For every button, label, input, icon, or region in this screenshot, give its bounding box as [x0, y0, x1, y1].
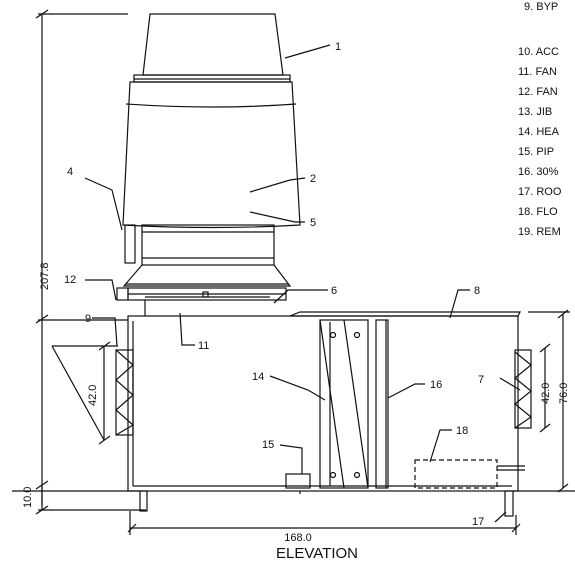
callout-2: 2 [310, 173, 316, 185]
legend-item-11: 11. FAN [518, 66, 557, 78]
legend-item-18: 18. FLO [518, 206, 558, 218]
bypass-box [124, 224, 136, 264]
heating-coil [319, 319, 369, 489]
fan-transition [141, 224, 275, 266]
pipe-chase [285, 473, 311, 489]
legend-item-14: 14. HEA [518, 126, 560, 138]
callout-16: 16 [430, 379, 442, 391]
unit-height-label: 76.0 [558, 383, 570, 404]
callout-14: 14 [252, 371, 264, 383]
callout-18: 18 [456, 425, 468, 437]
fan-hood [142, 13, 284, 76]
legend-item-16: 16. 30% [518, 166, 559, 178]
callout-12: 12 [64, 274, 76, 286]
fan-housing [122, 81, 301, 229]
legend-item-10: 10. ACC [518, 46, 559, 58]
left-leg [139, 490, 148, 512]
legend-item-19: 19. REM [518, 226, 561, 238]
left-filter-rack [115, 349, 134, 436]
right-coil-height-label: 42.0 [540, 383, 552, 404]
legend-item-17: 17. ROO [518, 186, 562, 198]
legend-item-15: 15. PIP [518, 146, 554, 158]
callout-4: 4 [67, 166, 73, 178]
view-title: ELEVATION [276, 545, 358, 562]
callout-15: 15 [262, 439, 274, 451]
right-leg [504, 490, 514, 517]
filter-30pct [375, 319, 389, 489]
callout-1: 1 [335, 41, 341, 53]
legend-item-12: 12. FAN [518, 86, 558, 98]
right-filter-rack [514, 349, 532, 429]
callout-9: 9 [85, 313, 91, 325]
callout-17: 17 [472, 516, 484, 528]
callout-5: 5 [310, 217, 316, 229]
overall-height-label: 207.8 [39, 262, 51, 290]
fan-bracket [116, 287, 129, 301]
callout-6: 6 [331, 285, 337, 297]
legend-item-13: 13. JIB [518, 106, 552, 118]
base-height-label: 10.0 [22, 487, 34, 508]
callout-8: 8 [474, 285, 480, 297]
parts-legend: 9. BYP 10. ACC 11. FAN 12. FAN 13. JIB 1… [518, 1, 562, 238]
overall-length-label: 168.0 [284, 532, 312, 544]
legend-item-9: 9. BYP [524, 1, 558, 13]
callout-7: 7 [478, 374, 484, 386]
coil-height-label: 42.0 [87, 385, 99, 406]
callout-11: 11 [198, 340, 209, 352]
drain-pan [414, 459, 498, 489]
